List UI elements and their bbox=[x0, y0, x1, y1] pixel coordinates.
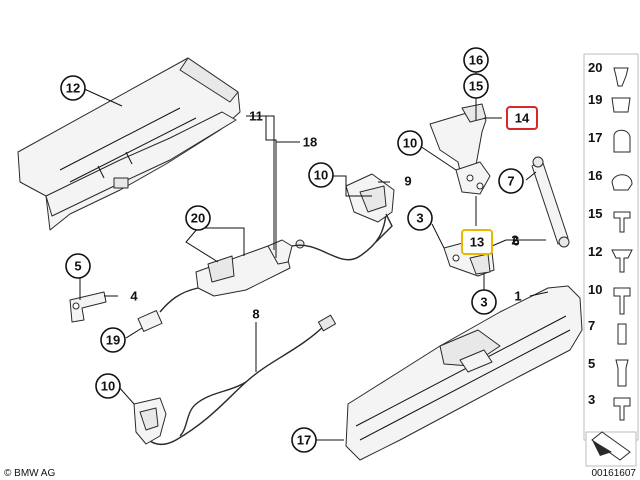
callout-3-lower[interactable]: 3 bbox=[471, 289, 497, 315]
svg-text:5: 5 bbox=[74, 259, 81, 274]
legend-item-7[interactable]: 7 bbox=[588, 318, 627, 345]
label-11[interactable]: 11 bbox=[249, 109, 263, 124]
callout-10-upper-latch[interactable]: 10 bbox=[308, 162, 334, 188]
fastener-icon bbox=[613, 287, 631, 315]
svg-text:16: 16 bbox=[469, 53, 483, 68]
fastener-icon bbox=[611, 174, 633, 191]
svg-text:15: 15 bbox=[469, 79, 483, 94]
legend-item-3[interactable]: 3 bbox=[588, 392, 631, 421]
copyright-text: © BMW AG bbox=[4, 468, 55, 479]
fastener-icon bbox=[611, 249, 633, 273]
diagram-id-text: 00161607 bbox=[592, 468, 637, 479]
callout-17[interactable]: 17 bbox=[291, 427, 317, 453]
fastener-icon bbox=[613, 211, 631, 233]
callout-15[interactable]: 15 bbox=[463, 73, 489, 99]
part-10-lower-latch[interactable] bbox=[133, 397, 167, 445]
callout-13-highlighted[interactable]: 13 bbox=[461, 229, 493, 255]
label-8[interactable]: 8 bbox=[252, 307, 259, 322]
callout-10-handle[interactable]: 10 bbox=[397, 130, 423, 156]
cable-end-fitting bbox=[317, 314, 337, 332]
label-2[interactable]: 2 bbox=[511, 233, 518, 248]
fastener-icon bbox=[617, 323, 627, 345]
fastener-legend: 20 19 17 16 15 12 10 7 5 3 bbox=[583, 53, 639, 467]
legend-item-19[interactable]: 19 bbox=[588, 92, 631, 113]
legend-item-16[interactable]: 16 bbox=[588, 168, 633, 191]
callout-14-highlighted[interactable]: 14 bbox=[506, 106, 538, 130]
svg-text:13: 13 bbox=[470, 235, 484, 250]
lock-wiring bbox=[159, 287, 199, 313]
svg-text:10: 10 bbox=[101, 379, 115, 394]
fastener-icon bbox=[611, 97, 631, 113]
legend-item-number: 7 bbox=[588, 318, 595, 333]
legend-item-number: 19 bbox=[588, 92, 602, 107]
part-9-latch[interactable] bbox=[345, 173, 395, 243]
lock-cable bbox=[291, 213, 387, 261]
callout-12[interactable]: 12 bbox=[60, 75, 86, 101]
part-13-hinge-upper[interactable] bbox=[455, 161, 491, 195]
legend-item-number: 16 bbox=[588, 168, 602, 183]
callout-5[interactable]: 5 bbox=[65, 253, 91, 279]
legend-item-number: 3 bbox=[588, 392, 595, 407]
legend-item-12[interactable]: 12 bbox=[588, 244, 633, 273]
legend-item-17[interactable]: 17 bbox=[588, 129, 631, 153]
callout-19[interactable]: 19 bbox=[100, 327, 126, 353]
fastener-icon bbox=[613, 129, 631, 153]
label-1[interactable]: 1 bbox=[514, 289, 521, 304]
part-8-cable-branch bbox=[179, 381, 247, 437]
part-14-handle[interactable] bbox=[429, 103, 487, 181]
callout-10-lower-latch[interactable]: 10 bbox=[95, 373, 121, 399]
callout-3-upper[interactable]: 3 bbox=[407, 205, 433, 231]
svg-text:7: 7 bbox=[507, 174, 514, 189]
label-18[interactable]: 18 bbox=[303, 135, 317, 150]
part-19-connector[interactable] bbox=[137, 310, 163, 332]
legend-item-number: 17 bbox=[588, 130, 602, 145]
part-11-lock-actuator[interactable] bbox=[195, 239, 305, 297]
svg-text:10: 10 bbox=[314, 168, 328, 183]
part-8-bowden-cable[interactable] bbox=[145, 323, 327, 446]
label-6[interactable]: 6 bbox=[512, 234, 519, 249]
svg-text:17: 17 bbox=[297, 433, 311, 448]
fastener-icon bbox=[613, 397, 631, 421]
callout-16[interactable]: 16 bbox=[463, 47, 489, 73]
part-6-gas-strut[interactable] bbox=[531, 156, 570, 248]
legend-item-number: 10 bbox=[588, 282, 602, 297]
legend-item-10[interactable]: 10 bbox=[588, 282, 631, 315]
label-4[interactable]: 4 bbox=[130, 289, 138, 304]
part-4-bracket[interactable] bbox=[69, 291, 107, 323]
legend-item-5[interactable]: 5 bbox=[588, 356, 629, 387]
svg-text:12: 12 bbox=[66, 81, 80, 96]
part-1-trunk-lid[interactable] bbox=[345, 285, 583, 461]
svg-text:20: 20 bbox=[191, 211, 205, 226]
part-12-trim-panel[interactable] bbox=[17, 57, 241, 231]
legend-item-number: 5 bbox=[588, 356, 595, 371]
svg-text:3: 3 bbox=[416, 211, 423, 226]
callout-7[interactable]: 7 bbox=[498, 168, 524, 194]
legend-arrow-icon bbox=[585, 431, 637, 467]
svg-text:10: 10 bbox=[403, 136, 417, 151]
legend-item-15[interactable]: 15 bbox=[588, 206, 631, 233]
legend-item-number: 15 bbox=[588, 206, 602, 221]
label-9[interactable]: 9 bbox=[404, 174, 411, 189]
callout-20[interactable]: 20 bbox=[185, 205, 211, 231]
legend-item-20[interactable]: 20 bbox=[588, 60, 629, 87]
fastener-icon bbox=[613, 67, 629, 87]
svg-text:3: 3 bbox=[480, 295, 487, 310]
legend-item-number: 12 bbox=[588, 244, 602, 259]
fastener-icon bbox=[615, 359, 629, 387]
legend-item-number: 20 bbox=[588, 60, 602, 75]
svg-text:14: 14 bbox=[515, 111, 530, 126]
svg-text:19: 19 bbox=[106, 333, 120, 348]
